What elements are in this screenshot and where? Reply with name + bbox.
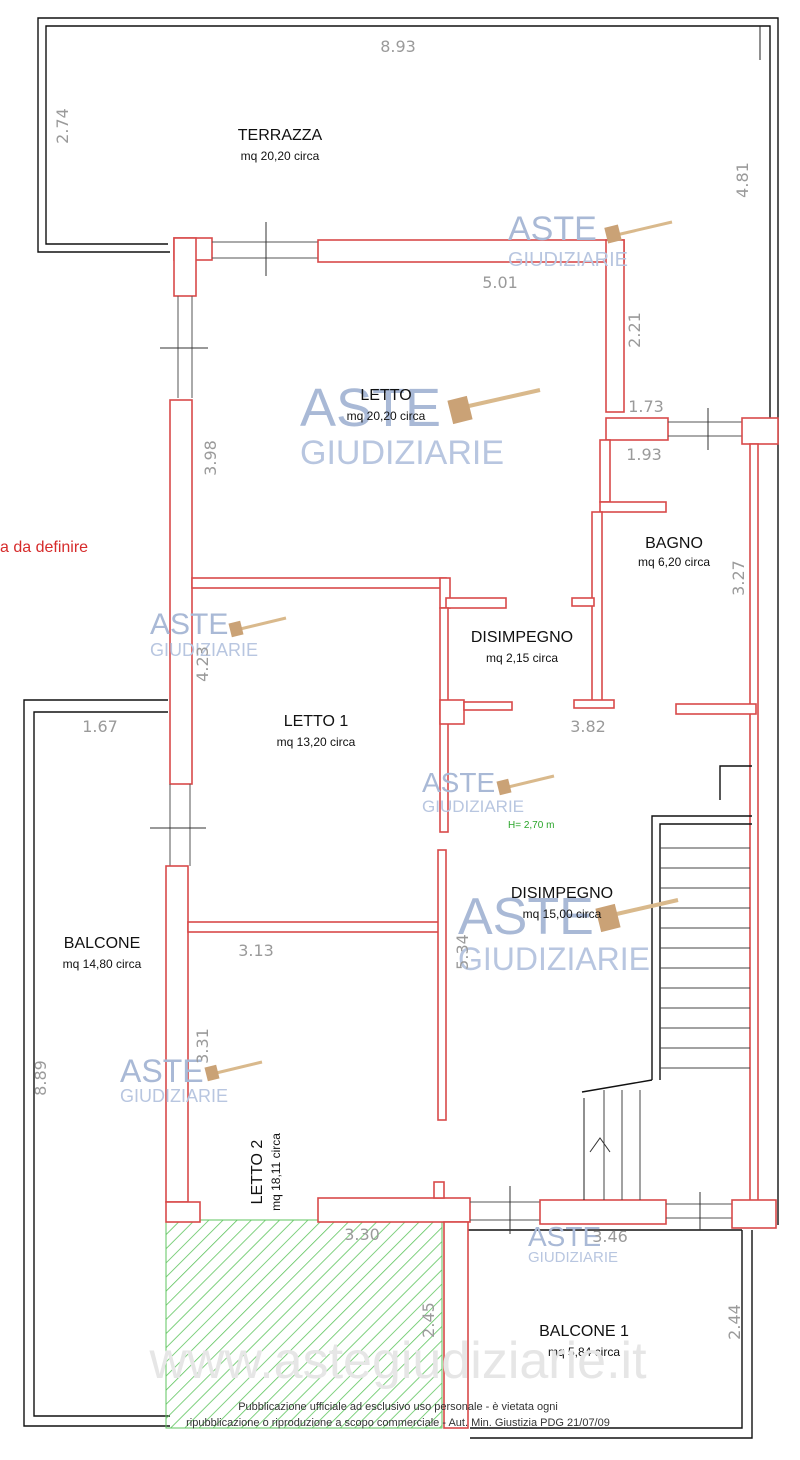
svg-text:GIUDIZIARIE: GIUDIZIARIE xyxy=(422,797,524,816)
dim-letto2-depth: 3.31 xyxy=(193,1028,212,1064)
dim-letto-width: 5.01 xyxy=(482,273,518,292)
watermark-logo: ASTE GIUDIZIARIE xyxy=(458,888,679,977)
dim-bagno-depth: 3.27 xyxy=(729,560,748,596)
room-bagno: BAGNO mq 6,20 circa xyxy=(638,535,710,569)
svg-text:ASTE: ASTE xyxy=(120,1053,204,1089)
room-area: mq 6,20 circa xyxy=(638,555,710,569)
dim-disimpegno-depth: 5.34 xyxy=(453,934,472,970)
svg-text:ASTE: ASTE xyxy=(300,378,441,438)
dim-balcone-depth: 8.89 xyxy=(31,1060,50,1096)
room-area: mq 18,11 circa xyxy=(269,1133,283,1211)
dim-balcone1-depth: 2.44 xyxy=(725,1304,744,1340)
room-area: mq 15,00 circa xyxy=(523,907,602,921)
svg-text:ASTE: ASTE xyxy=(508,210,597,248)
room-name: TERRAZZA xyxy=(238,127,323,144)
room-area: mq 20,20 circa xyxy=(241,149,320,163)
svg-text:GIUDIZIARIE: GIUDIZIARIE xyxy=(300,434,504,472)
svg-text:ASTE: ASTE xyxy=(150,608,228,641)
watermark-logos: ASTE GIUDIZIARIE ASTE GIUDIZIARIE ASTE G… xyxy=(120,210,679,1266)
balcone-outline xyxy=(23,699,170,1427)
staircase xyxy=(581,765,752,1200)
svg-text:GIUDIZIARIE: GIUDIZIARIE xyxy=(528,1249,618,1266)
room-disimpegno-large: DISIMPEGNO mq 15,00 circa xyxy=(511,885,613,921)
svg-text:ASTE: ASTE xyxy=(528,1221,601,1252)
room-area: mq 2,15 circa xyxy=(486,651,558,665)
room-name: DISIMPEGNO xyxy=(471,629,573,646)
hatched-area xyxy=(165,1219,443,1429)
disclaimer-line1: Pubblicazione ufficiale ad esclusivo uso… xyxy=(238,1401,558,1413)
room-area: mq 5,84 circa xyxy=(548,1345,620,1359)
dim-letto2-bottom: 3.30 xyxy=(344,1225,380,1244)
room-disimpegno-small: DISIMPEGNO mq 2,15 circa xyxy=(471,629,573,665)
svg-text:ASTE: ASTE xyxy=(458,888,594,946)
room-balcone1: BALCONE 1 mq 5,84 circa xyxy=(539,1323,629,1359)
svg-text:GIUDIZIARIE: GIUDIZIARIE xyxy=(120,1086,228,1106)
balcone1-outline xyxy=(468,1229,753,1439)
room-letto2: LETTO 2 mq 18,11 circa xyxy=(249,1133,283,1211)
disclaimer-line2: ripubblicazione o riproduzione a scopo c… xyxy=(186,1417,610,1429)
room-name: BAGNO xyxy=(645,535,703,552)
dim-letto1-depth: 4.23 xyxy=(193,646,212,682)
room-area: mq 13,20 circa xyxy=(277,735,356,749)
note-da-definire: a da definire xyxy=(0,539,88,556)
svg-text:GIUDIZIARIE: GIUDIZIARIE xyxy=(150,640,258,660)
room-balcone: BALCONE mq 14,80 circa xyxy=(63,935,142,971)
svg-text:GIUDIZIARIE: GIUDIZIARIE xyxy=(508,249,628,271)
watermark-logo: ASTE GIUDIZIARIE xyxy=(508,210,673,271)
dim-disimpegno-width: 3.82 xyxy=(570,717,606,736)
dim-terrazza-width: 8.93 xyxy=(380,37,416,56)
room-name: LETTO 2 xyxy=(249,1140,266,1205)
room-area: mq 14,80 circa xyxy=(63,957,142,971)
terrazza-outline xyxy=(37,17,779,1225)
room-name: DISIMPEGNO xyxy=(511,885,613,902)
dim-hatch-depth: 2.45 xyxy=(419,1302,438,1338)
dim-notch-b: 1.93 xyxy=(626,445,662,464)
watermark-logo: ASTE GIUDIZIARIE xyxy=(528,1221,618,1266)
room-name: BALCONE 1 xyxy=(539,1323,629,1340)
svg-text:GIUDIZIARIE: GIUDIZIARIE xyxy=(458,941,650,977)
dim-letto-depth: 3.98 xyxy=(201,440,220,476)
dimension-labels: 8.93 2.74 4.81 5.01 2.21 1.73 1.93 3.98 … xyxy=(31,37,752,1340)
room-letto: LETTO mq 20,20 circa xyxy=(347,387,426,423)
room-area: mq 20,20 circa xyxy=(347,409,426,423)
watermark-logo: ASTE GIUDIZIARIE xyxy=(422,767,555,816)
dim-notch-a: 1.73 xyxy=(628,397,664,416)
room-letto1: LETTO 1 mq 13,20 circa xyxy=(277,713,356,749)
room-name: LETTO xyxy=(360,387,411,404)
watermark-logo: ASTE GIUDIZIARIE xyxy=(300,378,541,472)
dim-bottom-right: 3.46 xyxy=(592,1227,628,1246)
dim-balcone-top: 1.67 xyxy=(82,717,118,736)
room-name: BALCONE xyxy=(64,935,140,952)
room-name: LETTO 1 xyxy=(284,713,349,730)
watermark-logo: ASTE GIUDIZIARIE xyxy=(120,1053,263,1106)
watermark-logo: ASTE GIUDIZIARIE xyxy=(150,608,287,660)
dim-right-upper: 4.81 xyxy=(733,162,752,198)
dim-letto-notch: 2.21 xyxy=(625,312,644,348)
interior-walls xyxy=(150,222,779,1429)
note-height: H= 2,70 m xyxy=(508,820,554,831)
dim-letto2-width: 3.13 xyxy=(238,941,274,960)
watermark-url: www.astegiudiziarie.it xyxy=(148,1332,647,1390)
dim-terrazza-depth: 2.74 xyxy=(53,108,72,144)
svg-text:ASTE: ASTE xyxy=(422,767,495,798)
room-terrazza: TERRAZZA mq 20,20 circa xyxy=(238,127,323,163)
